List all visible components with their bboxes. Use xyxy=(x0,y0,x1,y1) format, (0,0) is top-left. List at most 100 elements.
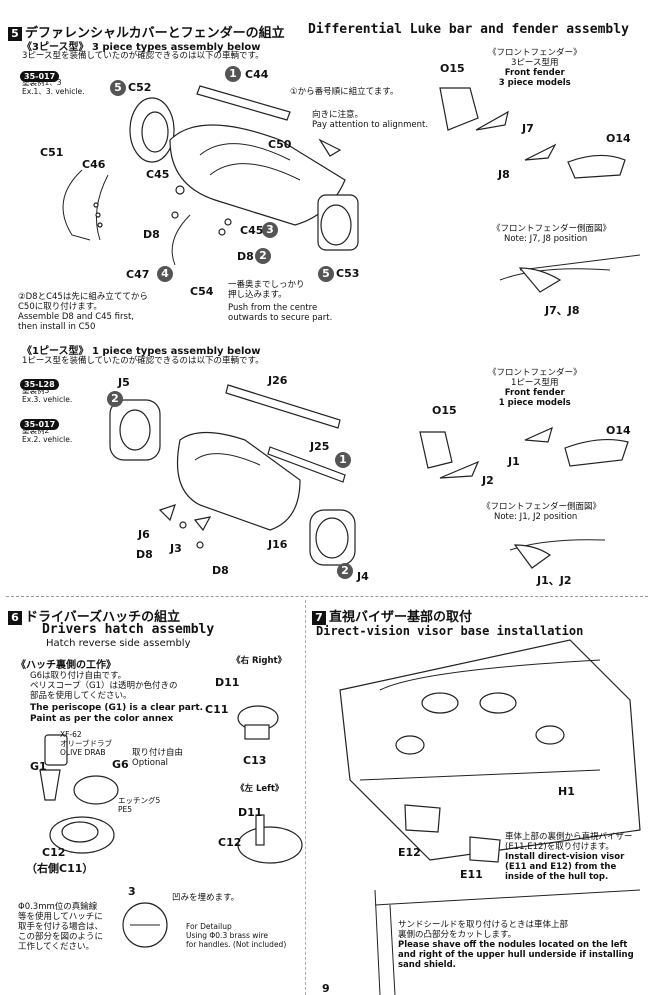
section-6-title-en: Drivers hatch assembly xyxy=(42,622,215,637)
part-o15: O15 xyxy=(440,62,465,75)
section-6-subtitle: Hatch reverse side assembly xyxy=(46,638,191,649)
g6-note: G6は取り付け自由です。ペリスコープ（G1）は透明か色付きの部品を使用してくださ… xyxy=(30,671,178,701)
part-j8: J8 xyxy=(498,168,510,181)
left-heading: 《左 Left》 xyxy=(236,784,284,794)
shave-note: サンドシールドを取り付けるときは車体上部裏側の凸部分をカットします。 Pleas… xyxy=(398,920,634,970)
step-5-marker: 5 xyxy=(110,80,126,96)
part-c12: C12 xyxy=(42,846,66,859)
step-2-marker: 2 xyxy=(255,248,271,264)
part-o14-1p: O14 xyxy=(606,424,631,437)
wire-note: Φ0.3mm位の真鍮線等を使用してハッチに取手を付ける場合は、 この部分を図のよ… xyxy=(18,902,104,952)
part-c44: C44 xyxy=(245,68,269,81)
column-divider xyxy=(305,600,306,995)
side-view-1p-caption: 《フロントフェンダー側面図》 Note: J1, J2 position xyxy=(482,502,602,522)
part-o15-1p: O15 xyxy=(432,404,457,417)
part-j6: J6 xyxy=(138,528,150,541)
part-e12: E12 xyxy=(398,846,421,859)
step-1-marker-1p: 1 xyxy=(335,452,351,468)
part-c51: C51 xyxy=(40,146,64,159)
one-piece-badge-2: 35-017 xyxy=(20,412,60,431)
tip-alignment: 向きに注意。Pay attention to alignment. xyxy=(312,110,429,130)
section-7-title-en: Direct-vision visor base installation xyxy=(316,624,584,638)
part-d11: D11 xyxy=(215,676,240,689)
section-5-number: 5 xyxy=(8,27,22,41)
three-piece-badge: 35-017 xyxy=(20,64,60,83)
part-c46: C46 xyxy=(82,158,106,171)
front-fender-1piece-drawing xyxy=(419,426,629,569)
part-g6: G6 xyxy=(112,758,129,771)
three-piece-heading: 《3ピース型》 3 piece types assembly below xyxy=(22,42,261,53)
right-heading: 《右 Right》 xyxy=(232,656,287,666)
one-piece-note: 1ピース型を装備していたのが確認できるのは以下の車輌です。 xyxy=(22,356,264,366)
part-o14: O14 xyxy=(606,132,631,145)
part-d8-b: D8 xyxy=(237,250,254,263)
part-d8: D8 xyxy=(143,228,160,241)
part-c45: C45 xyxy=(146,168,170,181)
part-d11-left: D11 xyxy=(238,806,263,819)
part-c47: C47 xyxy=(126,268,150,281)
one-piece-badge-1: 35-L28 xyxy=(20,372,59,391)
install-note: 車体上部の裏側から直視バイザー(E11,E12)を取り付けます。 Install… xyxy=(505,832,633,882)
part-j7: J7 xyxy=(522,122,534,135)
front-fender-3p-caption: 《フロントフェンダー》 3ピース型用 Front fender 3 piece … xyxy=(488,48,582,88)
three-piece-assembly-drawing xyxy=(62,85,359,266)
one-piece-assembly-drawing xyxy=(109,384,356,566)
dimension-3: 3 xyxy=(128,885,136,898)
tip-order: ①から番号順に組立てます。 xyxy=(290,87,399,97)
step-1-marker: 1 xyxy=(225,66,241,82)
part-d8-1p-b: D8 xyxy=(212,564,229,577)
part-j2: J2 xyxy=(482,474,494,487)
part-c50: C50 xyxy=(268,138,292,151)
one-piece-heading: 《1ピース型》 1 piece types assembly below xyxy=(22,346,261,357)
part-c11: C11 xyxy=(205,703,229,716)
step-4-marker: 4 xyxy=(157,266,173,282)
part-c13: C13 xyxy=(243,754,267,767)
side-view-3p-label: J7、J8 xyxy=(545,304,580,317)
part-g1: G1 xyxy=(30,760,47,773)
three-piece-note: 3ピース型を装備していたのが確認できるのは以下の車輌です。 xyxy=(22,51,264,61)
part-j26: J26 xyxy=(268,374,288,387)
part-c52: C52 xyxy=(128,81,152,94)
side-view-3p-caption: 《フロントフェンダー側面図》 Note: J7, J8 position xyxy=(492,224,612,244)
hull-drawing xyxy=(339,639,641,995)
front-fender-3piece-drawing xyxy=(439,87,641,293)
step-3-marker: 3 xyxy=(262,222,278,238)
part-c53: C53 xyxy=(336,267,360,280)
section-5-title-en: Differential Luke bar and fender assembl… xyxy=(308,22,629,37)
hatch-drawing xyxy=(39,705,303,948)
part-j1: J1 xyxy=(508,455,520,468)
part-c12-left: C12 xyxy=(218,836,242,849)
side-view-1p-label: J1、J2 xyxy=(537,574,572,587)
part-j3: J3 xyxy=(170,542,182,555)
part-c54: C54 xyxy=(190,285,214,298)
part-h1: H1 xyxy=(558,785,575,798)
part-d8-1p: D8 xyxy=(136,548,153,561)
part-e11: E11 xyxy=(460,868,483,881)
part-c12-right: （右側C11） xyxy=(26,862,94,875)
front-fender-1p-caption: 《フロントフェンダー》 1ピース型用 Front fender 1 piece … xyxy=(488,368,582,408)
section-divider xyxy=(6,596,648,597)
part-j5: J5 xyxy=(118,376,130,389)
step-2b-marker-1p: 2 xyxy=(337,563,353,579)
step-2-marker-1p: 2 xyxy=(107,391,123,407)
part-c45-b: C45 xyxy=(240,224,264,237)
part-j16: J16 xyxy=(268,538,288,551)
g1-note-en: The periscope (G1) is a clear part.Paint… xyxy=(30,703,204,724)
part-j25: J25 xyxy=(310,440,330,453)
step-5b-marker: 5 xyxy=(318,266,334,282)
hatch-sub-jp: 《ハッチ裏側の工作》 xyxy=(16,660,116,671)
fill-dent-note: 凹みを埋めます。 xyxy=(172,893,240,903)
section-5-title-jp: デファレンシャルカバーとフェンダーの組立 xyxy=(25,26,285,41)
